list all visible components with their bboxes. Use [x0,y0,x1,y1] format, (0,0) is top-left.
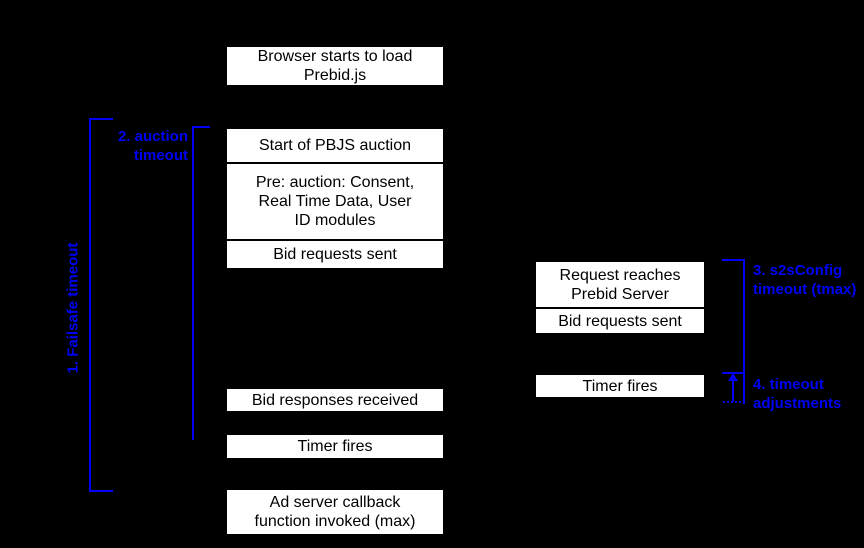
s2s-bracket-line [743,259,745,404]
label-s2s-timeout: 3. s2sConfig timeout (tmax) [753,262,857,298]
label-failsafe-timeout: 1. Failsafe timeout [64,242,82,374]
adjustments-up-arrow-icon [728,373,738,381]
box-ad-server-callback: Ad server callback function invoked (max… [225,488,445,536]
box-pbs-bid-requests-sent: Bid requests sent [534,309,706,335]
box-request-reaches-pbs: Request reaches Prebid Server [534,260,706,309]
failsafe-bracket-bottom-foot [89,490,113,492]
label-auction-timeout: 2. auction timeout [117,128,188,164]
adjustments-dotted-line [723,401,745,403]
failsafe-bracket-top-foot [89,118,113,120]
s2s-bracket-top-foot [722,259,745,261]
failsafe-bracket-line [89,118,91,492]
auction-bracket-top-foot [192,126,210,128]
box-bid-responses-received: Bid responses received [225,387,445,413]
adjustments-arrow-shaft [732,380,734,402]
box-browser-load: Browser starts to load Prebid.js [225,45,445,87]
box-timer-fires: Timer fires [225,433,445,460]
prebid-server-stack: Request reaches Prebid Server Bid reques… [534,260,706,335]
box-pbs-timer-fires: Timer fires [534,373,706,399]
box-bid-requests-sent: Bid requests sent [225,241,445,270]
auction-bracket-line [192,126,194,440]
box-pre-auction-modules: Pre: auction: Consent, Real Time Data, U… [225,164,445,241]
box-start-auction: Start of PBJS auction [225,127,445,164]
label-timeout-adjustments: 4. timeout adjustments [753,376,842,412]
pbjs-auction-stack: Start of PBJS auction Pre: auction: Cons… [225,127,445,270]
